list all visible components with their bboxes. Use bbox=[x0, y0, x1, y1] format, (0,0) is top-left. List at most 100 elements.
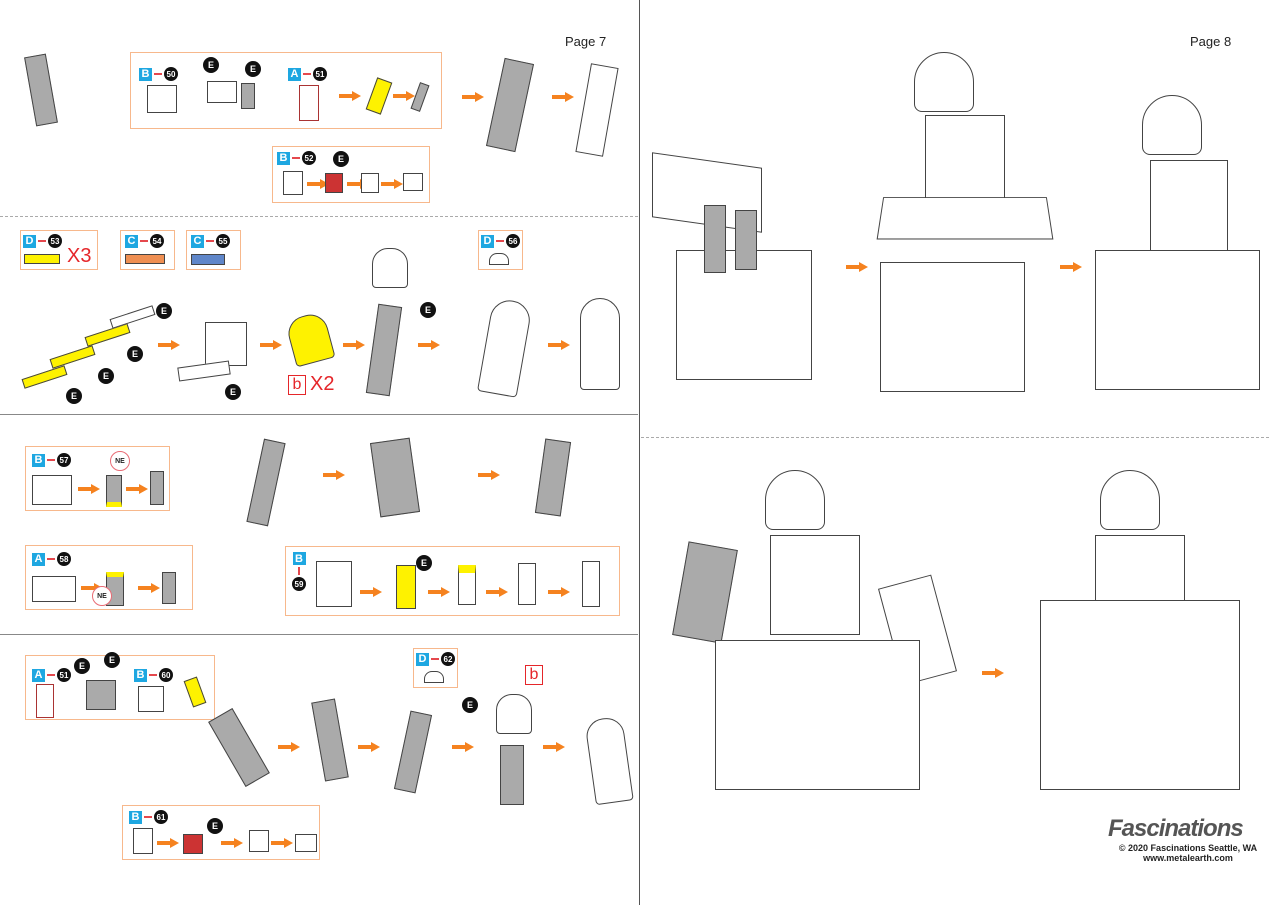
arrow-right-icon bbox=[343, 340, 365, 350]
part-figure bbox=[162, 572, 176, 604]
e-marker: E bbox=[207, 818, 223, 834]
seated-body-figure bbox=[715, 640, 920, 790]
part-figure bbox=[410, 82, 430, 112]
section-divider bbox=[0, 216, 638, 217]
hand-part-figure bbox=[283, 171, 303, 195]
arrow-right-icon bbox=[158, 340, 180, 350]
part-figure bbox=[365, 77, 393, 115]
strip-stack-figure bbox=[205, 322, 247, 366]
cage-part-figure bbox=[36, 684, 54, 718]
part-figure bbox=[518, 563, 536, 605]
arm-assembly-figure bbox=[500, 745, 524, 805]
e-marker: E bbox=[245, 61, 261, 77]
e-marker: E bbox=[203, 57, 219, 73]
flat-part-figure bbox=[32, 576, 76, 602]
helmet-figure bbox=[765, 470, 825, 530]
sheet-letter: A bbox=[32, 668, 45, 682]
strip-assembly-figure bbox=[109, 305, 156, 329]
part-figure bbox=[249, 830, 269, 852]
sheet-letter: B bbox=[292, 552, 306, 565]
part-figure bbox=[86, 680, 116, 710]
step-number: 58 bbox=[57, 552, 71, 566]
arm-assembly-figure bbox=[311, 698, 349, 782]
arrow-right-icon bbox=[552, 92, 574, 102]
e-marker: E bbox=[416, 555, 432, 571]
part-figure bbox=[183, 834, 203, 854]
arrow-right-icon bbox=[126, 484, 148, 494]
arrow-right-icon bbox=[339, 91, 361, 101]
flat-part-figure bbox=[32, 475, 72, 505]
part-figure bbox=[489, 253, 509, 265]
leg-figure bbox=[704, 205, 726, 273]
sheet-letter: D bbox=[481, 234, 494, 248]
website-link[interactable]: www.metalearth.com bbox=[1143, 853, 1233, 863]
helmet-figure bbox=[1100, 470, 1160, 530]
multiplier-label: X3 bbox=[67, 245, 92, 267]
multiplier-label: X2 bbox=[310, 373, 335, 395]
arrow-right-icon bbox=[323, 470, 345, 480]
sheet-letter: C bbox=[125, 234, 138, 248]
arm-assembly-figure bbox=[393, 710, 433, 794]
arm-assembly-figure bbox=[580, 298, 620, 390]
shoulder-guard-figure bbox=[372, 248, 408, 288]
arrow-right-icon bbox=[543, 742, 565, 752]
sheet-letter: D bbox=[23, 234, 36, 248]
leg-assembly-figure bbox=[246, 438, 286, 527]
sheet-letter: C bbox=[191, 234, 204, 248]
section-divider bbox=[641, 437, 1269, 438]
flat-part-figure bbox=[147, 85, 177, 113]
arrow-right-icon bbox=[78, 484, 100, 494]
arrow-right-icon bbox=[548, 587, 570, 597]
strip-part-figure bbox=[24, 254, 60, 264]
part-figure bbox=[582, 561, 600, 607]
shoulder-guard-figure bbox=[284, 310, 336, 368]
step-number: 59 bbox=[292, 577, 306, 591]
arrow-right-icon bbox=[462, 92, 484, 102]
sheet-letter: B bbox=[134, 668, 147, 682]
arrow-right-icon bbox=[428, 587, 450, 597]
strip-assembly-figure bbox=[49, 345, 96, 369]
arrow-right-icon bbox=[1060, 262, 1082, 272]
b-marker: b bbox=[525, 665, 543, 685]
ne-marker: NE bbox=[92, 586, 112, 606]
helmet-figure bbox=[1142, 95, 1202, 155]
arm-assembly-figure bbox=[208, 708, 270, 787]
sheet-letter: B bbox=[129, 810, 142, 824]
arrow-right-icon bbox=[982, 668, 1004, 678]
part-figure bbox=[241, 83, 255, 109]
arrow-right-icon bbox=[157, 838, 179, 848]
arrow-right-icon bbox=[221, 838, 243, 848]
part-figure bbox=[106, 475, 122, 507]
page-divider bbox=[639, 0, 640, 905]
cage-part-figure bbox=[299, 85, 319, 121]
ne-marker: NE bbox=[110, 451, 130, 471]
step-number: 55 bbox=[216, 234, 230, 248]
arrow-right-icon bbox=[271, 838, 293, 848]
e-marker: E bbox=[74, 658, 90, 674]
copyright-text: © 2020 Fascinations Seattle, WA bbox=[1118, 843, 1258, 853]
arrow-right-icon bbox=[418, 340, 440, 350]
sheet-letter: B bbox=[32, 453, 45, 467]
step-label-59: B 59 bbox=[292, 552, 306, 591]
torso-figure bbox=[770, 535, 860, 635]
arm-assembly-figure bbox=[365, 303, 403, 397]
left-arm-figure bbox=[672, 541, 738, 644]
step-box-59: B 59 E bbox=[285, 546, 620, 616]
arrow-right-icon bbox=[486, 587, 508, 597]
e-marker: E bbox=[156, 303, 172, 319]
b-marker: b bbox=[288, 375, 306, 395]
arrow-right-icon bbox=[452, 742, 474, 752]
